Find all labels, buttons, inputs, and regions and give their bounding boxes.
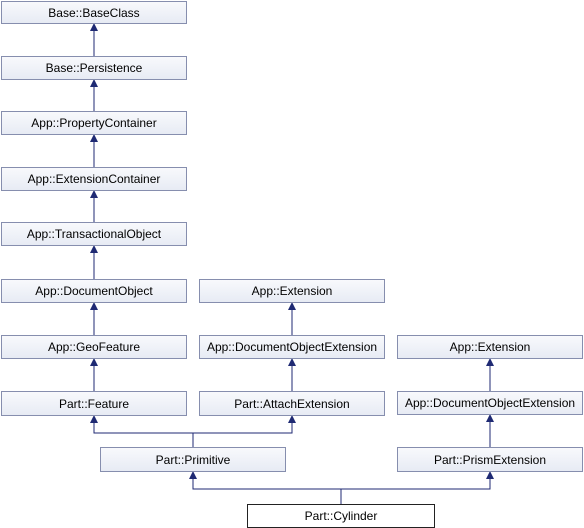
- node-app-extension-2[interactable]: App::Extension: [397, 335, 583, 359]
- node-app-extension[interactable]: App::Extension: [199, 279, 385, 303]
- node-app-property-container[interactable]: App::PropertyContainer: [1, 111, 187, 135]
- node-base-persistence[interactable]: Base::Persistence: [1, 56, 187, 80]
- node-part-prism-extension[interactable]: Part::PrismExtension: [397, 447, 583, 472]
- node-app-document-object-extension[interactable]: App::DocumentObjectExtension: [199, 335, 385, 359]
- node-part-feature[interactable]: Part::Feature: [1, 391, 187, 416]
- node-part-primitive[interactable]: Part::Primitive: [100, 447, 286, 472]
- edge-primitive-to-attachext: [193, 415, 296, 434]
- edge-primitive-to-feature: [90, 415, 193, 434]
- node-app-document-object-extension-2[interactable]: App::DocumentObjectExtension: [397, 391, 583, 415]
- node-part-attach-extension[interactable]: Part::AttachExtension: [199, 391, 385, 416]
- edge-cylinder-to-primitive: [189, 471, 341, 490]
- node-app-transactional-object[interactable]: App::TransactionalObject: [1, 222, 187, 246]
- node-app-geo-feature[interactable]: App::GeoFeature: [1, 335, 187, 359]
- node-app-extension-container[interactable]: App::ExtensionContainer: [1, 167, 187, 191]
- node-app-document-object[interactable]: App::DocumentObject: [1, 279, 187, 303]
- edge-cylinder-to-prismext: [341, 471, 494, 490]
- node-base-baseclass[interactable]: Base::BaseClass: [1, 1, 187, 24]
- node-part-cylinder: Part::Cylinder: [247, 504, 435, 528]
